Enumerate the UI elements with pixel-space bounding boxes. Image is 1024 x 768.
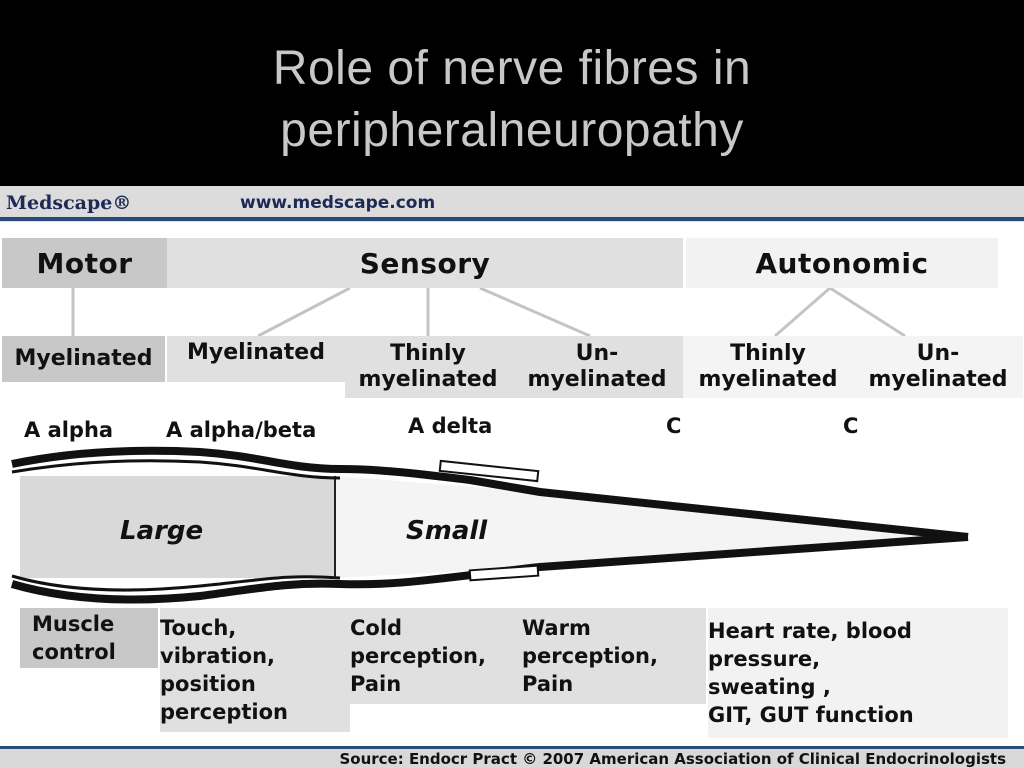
fibre-type-a-alpha-beta: A alpha/beta: [166, 418, 317, 442]
function-line: perception,: [522, 644, 658, 668]
connector-lines: [71, 286, 906, 338]
fibre-type-a-alpha: A alpha: [24, 418, 114, 442]
fibre-size-small: Small: [406, 516, 488, 546]
function-line: Pain: [522, 672, 574, 696]
function-warm-pain: Warm perception, Pain: [522, 608, 706, 704]
subcategory-line: myelinated: [527, 367, 667, 392]
header-rule: [0, 217, 1024, 221]
large-fibre-body: [20, 476, 335, 578]
subcategory-autonomic-unmyelinated: Un- myelinated: [853, 336, 1023, 398]
function-line: Touch,: [160, 616, 237, 640]
subcategory-line: myelinated: [358, 367, 498, 392]
function-line: Warm: [522, 616, 591, 640]
subcategory-line: myelinated: [868, 367, 1008, 392]
slide-title-line-2: peripheralneuropathy: [280, 104, 744, 157]
subcategory-sensory-myelinated: Myelinated: [167, 336, 345, 382]
function-autonomic: Heart rate, blood pressure, sweating , G…: [708, 608, 1008, 738]
function-line: sweating ,: [708, 675, 831, 699]
slide-title-line-1: Role of nerve fibres in: [272, 42, 752, 95]
function-line: GIT, GUT function: [708, 703, 914, 727]
fibre-type-c-sensory: C: [666, 414, 682, 438]
function-motor: Muscle control: [20, 608, 158, 668]
footer-rule: [0, 746, 1024, 749]
subcategory-sensory-unmyelinated: Un- myelinated: [511, 336, 683, 398]
subcategory-line: myelinated: [698, 367, 838, 392]
figure-footer: Source: Endocr Pract © 2007 American Ass…: [0, 746, 1024, 768]
subcategory-line: Thinly: [730, 341, 806, 366]
function-line: Pain: [350, 672, 402, 696]
function-cold-pain: Cold perception, Pain: [350, 608, 522, 704]
function-line: pressure,: [708, 647, 821, 671]
myelin-sheath-top: [11, 446, 969, 541]
subcategory-line: Thinly: [390, 341, 466, 366]
slide-title: Role of nerve fibres in peripheralneurop…: [0, 38, 1024, 162]
function-line: perception: [160, 700, 288, 724]
function-line: vibration,: [160, 644, 276, 668]
category-sensory: Sensory: [167, 238, 683, 288]
function-line: Muscle: [32, 612, 115, 636]
function-line: position: [160, 672, 256, 696]
fibre-type-c-autonomic: C: [843, 414, 859, 438]
subcategory-line: Un-: [916, 341, 960, 366]
function-line: Heart rate, blood: [708, 619, 912, 643]
myelin-sheath-bottom: [10, 533, 969, 604]
thin-myelin-segment-top: [438, 459, 540, 483]
subcategory-line: Myelinated: [187, 340, 325, 365]
fibre-diagram-svg: [10, 286, 969, 604]
figure-header: Medscape® www.medscape.com: [0, 186, 1024, 222]
subcategory-motor-myelinated: Myelinated: [2, 336, 165, 382]
function-line: Cold: [350, 616, 403, 640]
connector-autonomic-1: [774, 286, 831, 338]
category-autonomic: Autonomic: [686, 238, 998, 288]
thin-myelin-segment-bottom: [468, 564, 540, 582]
function-line: perception,: [350, 644, 486, 668]
subcategory-line: Myelinated: [14, 346, 153, 371]
fibre-type-a-delta: A delta: [408, 414, 493, 438]
medscape-url: www.medscape.com: [240, 193, 436, 213]
source-citation: Source: Endocr Pract © 2007 American Ass…: [339, 750, 1006, 768]
connector-sensory-1: [257, 286, 351, 338]
subcategory-line: Un-: [575, 341, 619, 366]
subcategory-sensory-thinly-myelinated: Thinly myelinated: [345, 336, 511, 398]
myelin-sheath-top-inner: [11, 459, 341, 480]
function-touch-vibration: Touch, vibration, position perception: [160, 608, 350, 732]
subcategory-autonomic-thinly-myelinated: Thinly myelinated: [683, 336, 853, 398]
myelin-sheath-bottom-inner: [11, 574, 341, 592]
nerve-fibre-figure: Medscape® www.medscape.com: [0, 186, 1024, 768]
function-line: control: [32, 640, 116, 664]
connector-sensory-3: [479, 286, 591, 338]
medscape-logo: Medscape®: [6, 192, 132, 214]
category-motor: Motor: [2, 238, 167, 288]
connector-autonomic-2: [829, 286, 906, 338]
small-fibre-cone: [335, 476, 968, 578]
fibre-size-large: Large: [120, 516, 204, 546]
